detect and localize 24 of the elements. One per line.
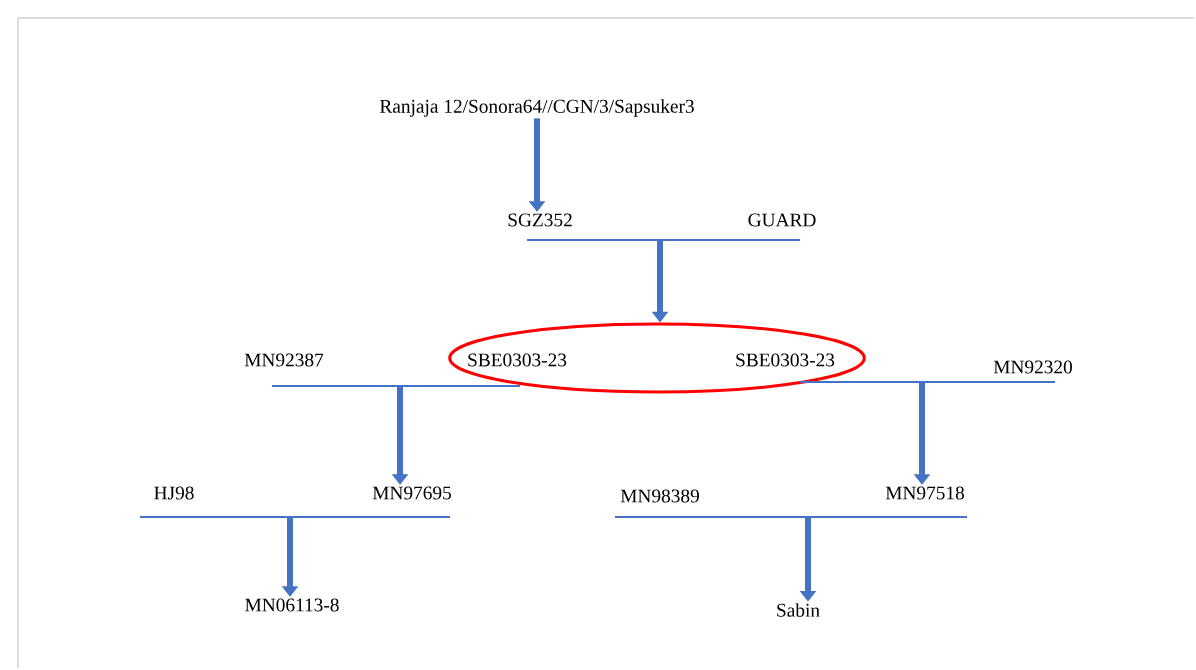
highlight-ellipse (448, 322, 866, 394)
cross-line (527, 238, 660, 242)
cross-line (140, 515, 290, 519)
line-label: Sabin (777, 603, 820, 617)
line-label: SGZ352 (508, 213, 572, 227)
line-label: MN92320 (993, 360, 1072, 374)
cross-line (400, 384, 520, 388)
cross-line (808, 515, 967, 519)
cross-line (922, 380, 1055, 384)
line-label: HJ98 (154, 486, 194, 500)
cross-line (290, 515, 450, 519)
line-label: MN06113-8 (245, 598, 339, 612)
line-label: MN92387 (244, 353, 324, 367)
cross-line (660, 238, 800, 242)
line-label: MN97518 (885, 486, 964, 500)
line-label: GUARD (748, 213, 816, 227)
cross-line (800, 380, 922, 384)
cross-line (615, 515, 808, 519)
line-label: MN98389 (620, 489, 699, 503)
line-label: SBE0303-23 (468, 353, 567, 367)
cross-line (272, 384, 400, 388)
line-label: Ranjaja 12/Sonora64//CGN/3/Sapsuker3 (379, 99, 694, 117)
line-label: SBE0303-23 (736, 353, 835, 367)
line-label: MN97695 (372, 486, 451, 500)
